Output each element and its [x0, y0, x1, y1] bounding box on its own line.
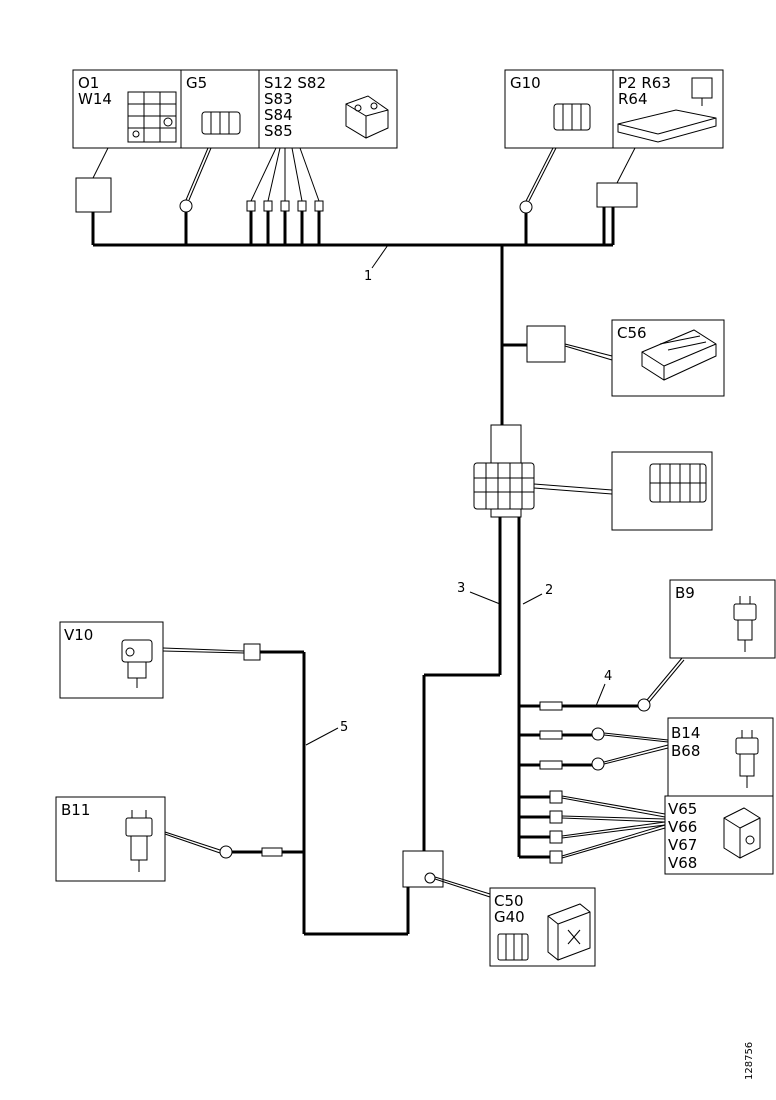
box-s12-s82-s83-s84-s85: S12 S82 S83 S84 S85	[258, 69, 398, 149]
box-c50-g40: C50 G40	[489, 887, 596, 967]
connectors-v65-v68	[549, 790, 666, 864]
connector-detail-icon	[649, 463, 707, 503]
label-b68: B68	[671, 742, 700, 760]
connector-block-icon	[553, 103, 591, 131]
svg-text:5: 5	[340, 720, 348, 735]
box-v10: V10	[59, 621, 164, 699]
connector-o1-w14	[75, 147, 112, 213]
label-b11: B11	[61, 801, 90, 819]
svg-text:3: 3	[457, 581, 465, 596]
connector-v10	[162, 643, 261, 661]
main-trunk	[500, 245, 527, 425]
box-central-connector-detail	[611, 451, 713, 531]
sensor-icon	[733, 596, 757, 652]
label-r64: R64	[618, 90, 648, 108]
box-c56: C56	[611, 319, 725, 397]
label-v67: V67	[668, 836, 697, 854]
box-p2-r63-r64: P2 R63 R64	[612, 69, 724, 149]
connectors-s-switches	[246, 147, 324, 212]
label-s12-s82: S12 S82	[264, 74, 326, 92]
harness-number-3: 3	[457, 581, 501, 605]
label-c50: C50	[494, 892, 524, 910]
connector-c56	[526, 325, 613, 363]
harness-1	[91, 207, 615, 247]
connector-block-icon	[201, 111, 241, 135]
label-g40: G40	[494, 908, 525, 926]
control-unit-icon	[547, 903, 591, 961]
label-b9: B9	[675, 584, 695, 602]
harness-4	[539, 657, 685, 712]
sensor-icon	[735, 730, 759, 788]
relay-board-icon	[617, 77, 717, 143]
connector-block-icon	[497, 933, 529, 961]
valve-icon	[723, 807, 761, 859]
control-panel-icon	[127, 91, 177, 143]
harness-number-4: 4	[595, 669, 612, 707]
connector-p2-r63-r64	[596, 147, 638, 208]
label-w14: W14	[78, 90, 112, 108]
connector-g10	[519, 147, 557, 214]
harness-number-5: 5	[305, 720, 348, 746]
valve-icon	[121, 639, 153, 688]
harness-3	[422, 517, 502, 851]
label-s85: S85	[264, 122, 293, 140]
label-o1: O1	[78, 74, 99, 92]
control-module-icon	[641, 329, 717, 381]
box-o1-w14: O1 W14	[72, 69, 182, 149]
box-v65-v68: V65 V66 V67 V68	[664, 795, 774, 875]
box-b9: B9	[669, 579, 776, 659]
label-v65: V65	[668, 800, 697, 818]
box-g5: G5	[180, 69, 260, 149]
svg-text:1: 1	[364, 269, 372, 284]
label-v66: V66	[668, 818, 697, 836]
label-v10: V10	[64, 626, 93, 644]
harness-2	[517, 517, 550, 859]
label-v68: V68	[668, 854, 697, 872]
switch-unit-icon	[345, 95, 389, 139]
label-g5: G5	[186, 74, 207, 92]
connectors-b14-b68	[539, 727, 669, 771]
label-s84: S84	[264, 106, 293, 124]
connector-c50-g40	[304, 850, 491, 936]
label-s83: S83	[264, 90, 293, 108]
label-p2-r63: P2 R63	[618, 74, 671, 92]
svg-text:4: 4	[604, 669, 612, 684]
svg-text:2: 2	[545, 583, 553, 598]
connector-b11	[164, 831, 283, 859]
label-g10: G10	[510, 74, 541, 92]
central-connector	[473, 424, 613, 518]
connector-g5	[179, 147, 212, 213]
label-b14: B14	[671, 724, 700, 742]
box-b11: B11	[55, 796, 166, 882]
sensor-icon	[125, 810, 153, 872]
harness-number-2: 2	[522, 583, 553, 605]
harness-5	[232, 650, 306, 934]
label-c56: C56	[617, 324, 647, 342]
harness-number-1: 1	[364, 244, 389, 284]
document-number: 128756	[744, 1042, 755, 1080]
box-g10: G10	[504, 69, 614, 149]
box-b14-b68: B14 B68	[667, 717, 774, 797]
